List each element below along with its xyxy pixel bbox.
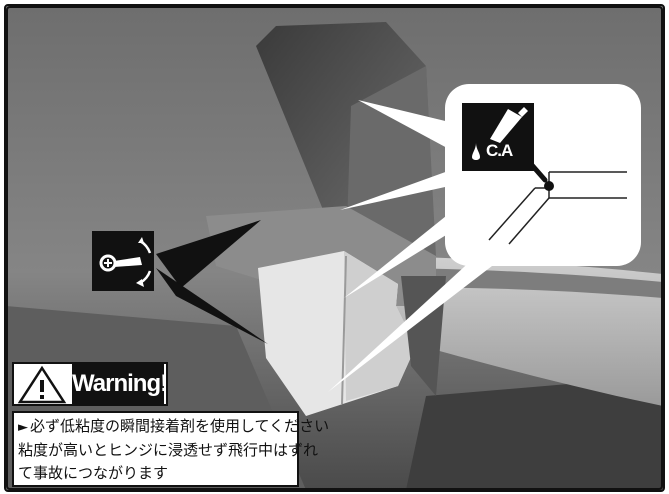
- tool-pointer: [156, 220, 261, 288]
- callout-pointer-top: [358, 100, 466, 156]
- callout-pointer-bottom: [328, 256, 492, 392]
- warning-badge: Warning!: [12, 362, 168, 406]
- warning-triangle-icon: [17, 365, 67, 404]
- tool-pointer-lower: [156, 268, 268, 344]
- right-ground: [406, 376, 663, 490]
- pointer-arrow-icon: ►: [18, 420, 28, 435]
- callout-pointer-mid-lower: [344, 208, 464, 298]
- warning-line-2: 粘度が高いとヒンジに浸透せず飛行中はずれ: [18, 441, 319, 459]
- hinge-detail-drawing: [488, 161, 627, 245]
- warning-line-1: ►必ず低粘度の瞬間接着剤を使用してください: [18, 417, 330, 435]
- warning-title: Warning!: [72, 364, 168, 404]
- warning-message-box: ►必ず低粘度の瞬間接着剤を使用してください 粘度が高いとヒンジに浸透せず飛行中は…: [12, 411, 330, 487]
- warning-line-3: て事故につながります: [18, 464, 169, 482]
- fuselage-stripe: [366, 268, 663, 298]
- photo-frame: C.A Warning! ►必ず低粘度の瞬間接着剤を使用してください 粘度が高い…: [4, 4, 665, 492]
- control-horn-swing-icon: [92, 231, 154, 291]
- callout-pointer-mid-upper: [340, 166, 468, 210]
- glue-bottle-icon: C.A: [462, 103, 534, 171]
- ca-label: C.A: [486, 141, 513, 160]
